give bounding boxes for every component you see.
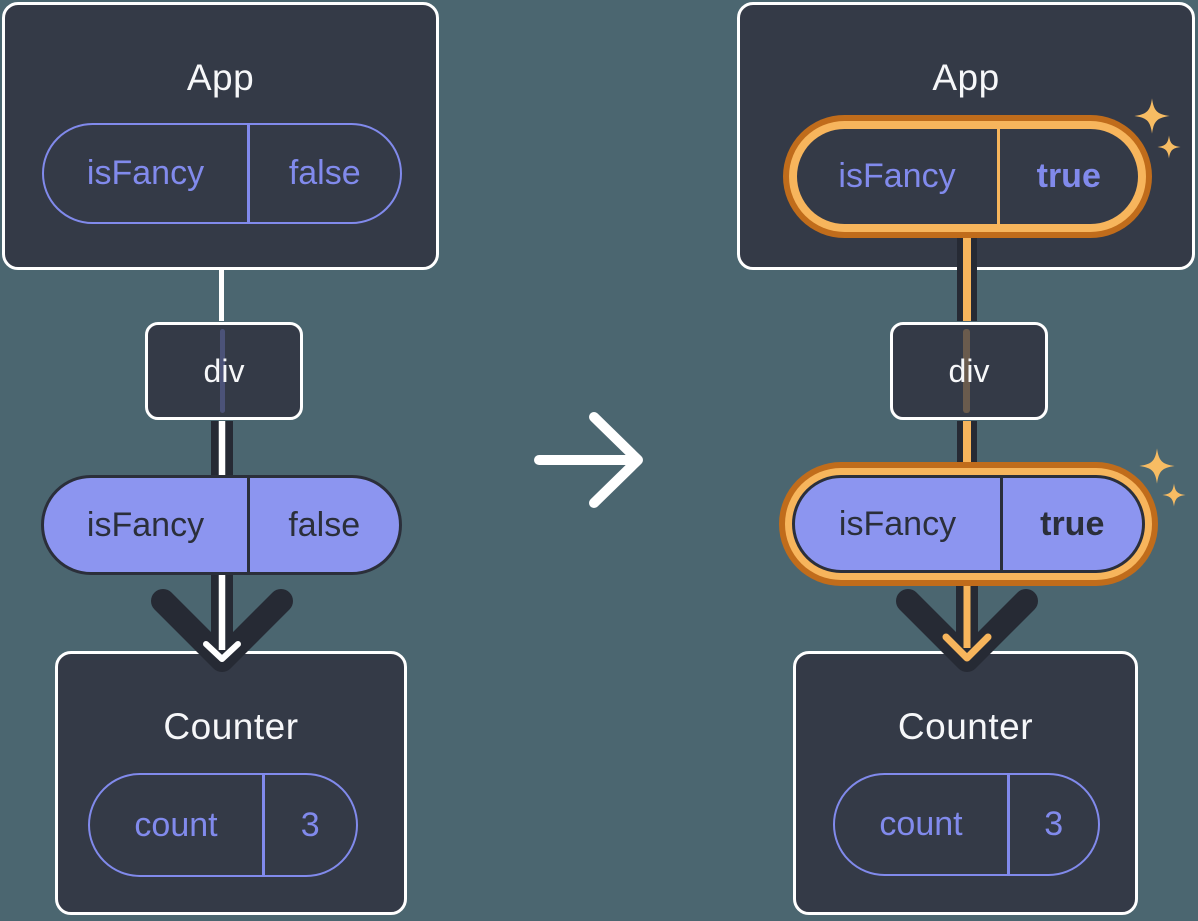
state-value-cell: 3 xyxy=(300,805,320,844)
prop-name-cell: isFancy xyxy=(838,157,956,195)
after-passed-prop-pill-highlighted: isFancy true xyxy=(792,475,1145,573)
before-div-thru-line xyxy=(219,329,225,413)
transition-right-arrow-icon xyxy=(534,412,643,508)
prop-value-cell: false xyxy=(288,505,361,544)
before-counter-state-pill: count 3 xyxy=(88,773,358,877)
after-div-thru-line xyxy=(962,329,970,413)
pill-divider xyxy=(997,129,1000,224)
before-passed-prop-pill: isFancy false xyxy=(41,475,402,575)
prop-value-cell: true xyxy=(1036,157,1101,195)
after-counter-state-pill: count 3 xyxy=(833,773,1100,876)
pill-divider xyxy=(262,775,265,875)
after-app-title: App xyxy=(932,57,1000,98)
state-value-cell: 3 xyxy=(1044,805,1064,843)
prop-name-cell: isFancy xyxy=(86,505,205,544)
pill-divider xyxy=(247,478,250,572)
before-counter-title: Counter xyxy=(163,706,299,747)
after-div-box: div xyxy=(890,322,1048,420)
prop-name-cell: isFancy xyxy=(86,154,205,192)
state-name-cell: count xyxy=(879,805,963,843)
after-div-label: div xyxy=(948,352,990,389)
pill-divider xyxy=(247,125,250,222)
prop-name-cell: isFancy xyxy=(838,504,957,543)
before-div-box: div xyxy=(145,322,303,420)
pill-divider xyxy=(1007,775,1010,874)
pill-divider xyxy=(1000,478,1003,570)
sparkle-icon xyxy=(1139,448,1175,484)
prop-value-cell: true xyxy=(1040,504,1105,543)
prop-value-cell: false xyxy=(288,154,361,192)
after-counter-title: Counter xyxy=(897,706,1034,747)
before-app-title: App xyxy=(186,57,255,98)
after-app-prop-pill-highlighted: isFancy true xyxy=(797,129,1138,224)
before-div-label: div xyxy=(203,352,245,389)
before-app-prop-pill: isFancy false xyxy=(42,123,402,224)
sparkle-icon xyxy=(1162,483,1186,507)
state-name-cell: count xyxy=(134,805,218,844)
